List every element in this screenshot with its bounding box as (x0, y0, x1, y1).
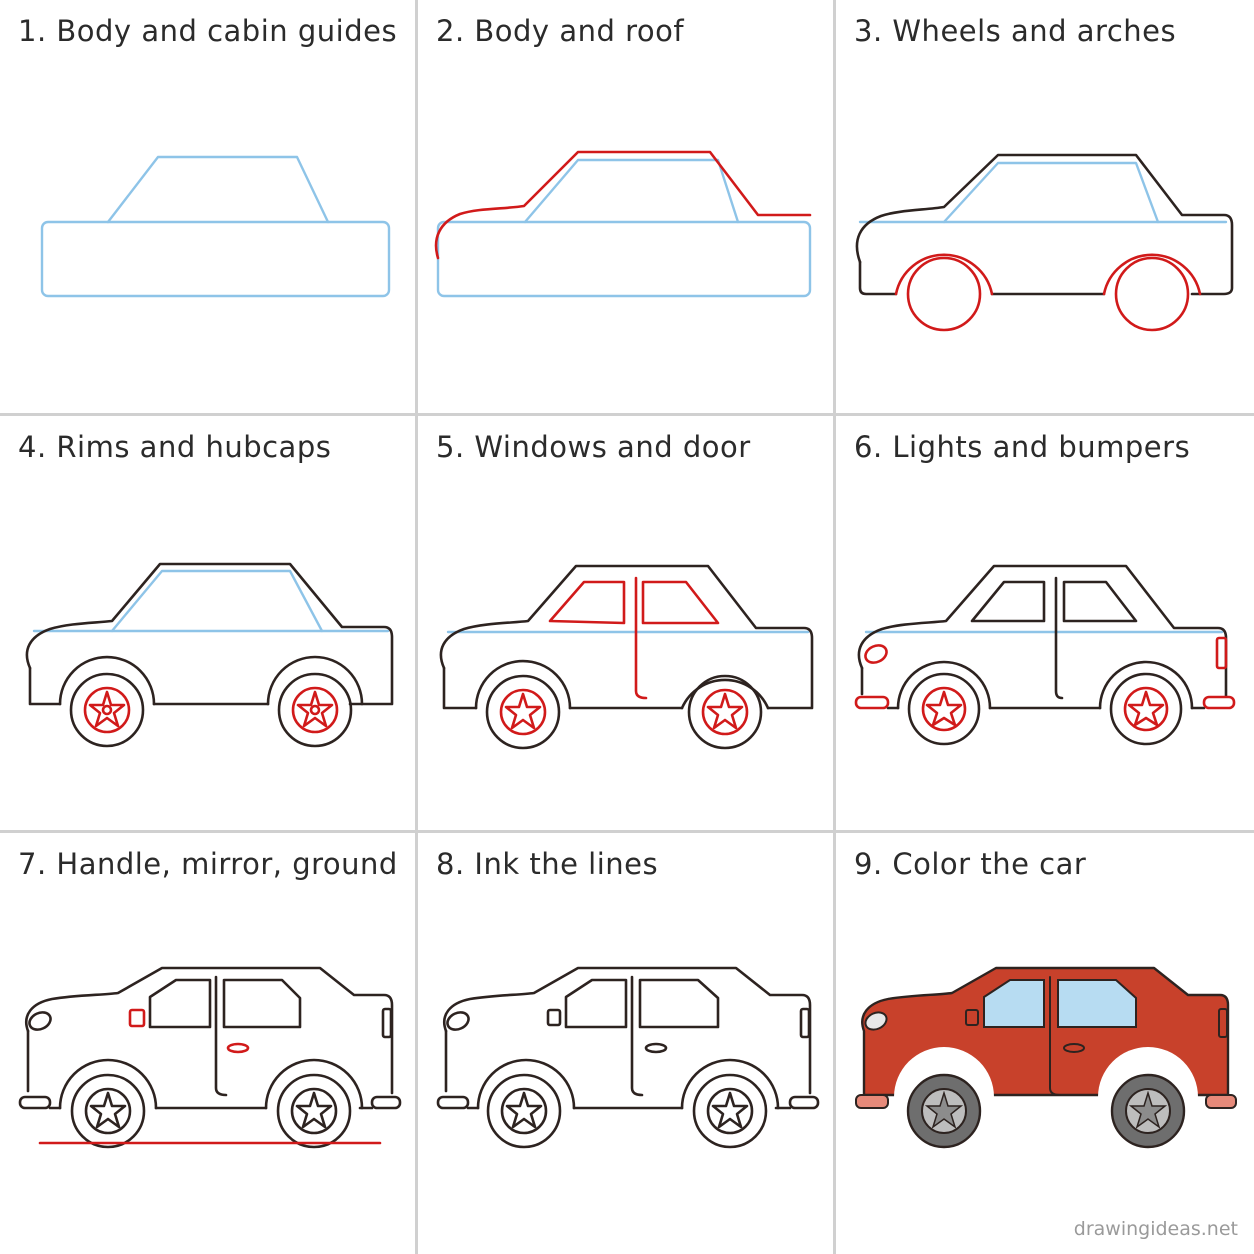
step-8-title: 8. Ink the lines (436, 847, 659, 881)
step-5-panel: 5. Windows and door (418, 416, 832, 830)
wheel-left (906, 1073, 982, 1149)
step-3-title: 3. Wheels and arches (854, 14, 1177, 48)
grid-divider-horizontal-2 (0, 830, 1254, 833)
step-5-title: 5. Windows and door (436, 430, 751, 464)
step-4-title: 4. Rims and hubcaps (18, 430, 332, 464)
step-3-drawing (855, 153, 1234, 332)
step-8-panel: 8. Ink the lines (418, 833, 832, 1247)
grid-divider-vertical-1 (415, 0, 418, 1254)
rim-left (83, 686, 131, 734)
step-6-panel: 6. Lights and bumpers (836, 416, 1250, 830)
step-9-title: 9. Color the car (854, 847, 1087, 881)
step-5-drawing (439, 564, 814, 750)
grid-divider-vertical-2 (833, 0, 836, 1254)
step-9-panel: 9. Color the car (836, 833, 1250, 1247)
step-2-panel: 2. Body and roof (418, 0, 832, 414)
step-4-panel: 4. Rims and hubcaps (0, 416, 414, 830)
site-credit: drawingideas.net (1073, 1218, 1238, 1240)
wheel-right (1110, 1073, 1186, 1149)
step-7-title: 7. Handle, mirror, ground (18, 847, 398, 881)
step-6-drawing (854, 564, 1236, 746)
step-3-panel: 3. Wheels and arches (836, 0, 1250, 414)
step-1-title: 1. Body and cabin guides (18, 14, 398, 48)
step-7-drawing (18, 966, 402, 1149)
step-7-panel: 7. Handle, mirror, ground (0, 833, 414, 1247)
step-2-drawing (434, 150, 812, 298)
step-1-panel: 1. Body and cabin guides (0, 0, 414, 414)
step-6-title: 6. Lights and bumpers (854, 430, 1191, 464)
step-9-drawing (855, 966, 1237, 1149)
step-1-drawing (40, 155, 391, 298)
step-8-drawing (436, 966, 820, 1149)
step-4-drawing (25, 562, 394, 748)
step-2-title: 2. Body and roof (436, 14, 685, 48)
rim-right (291, 686, 339, 734)
grid-divider-horizontal-1 (0, 413, 1254, 416)
